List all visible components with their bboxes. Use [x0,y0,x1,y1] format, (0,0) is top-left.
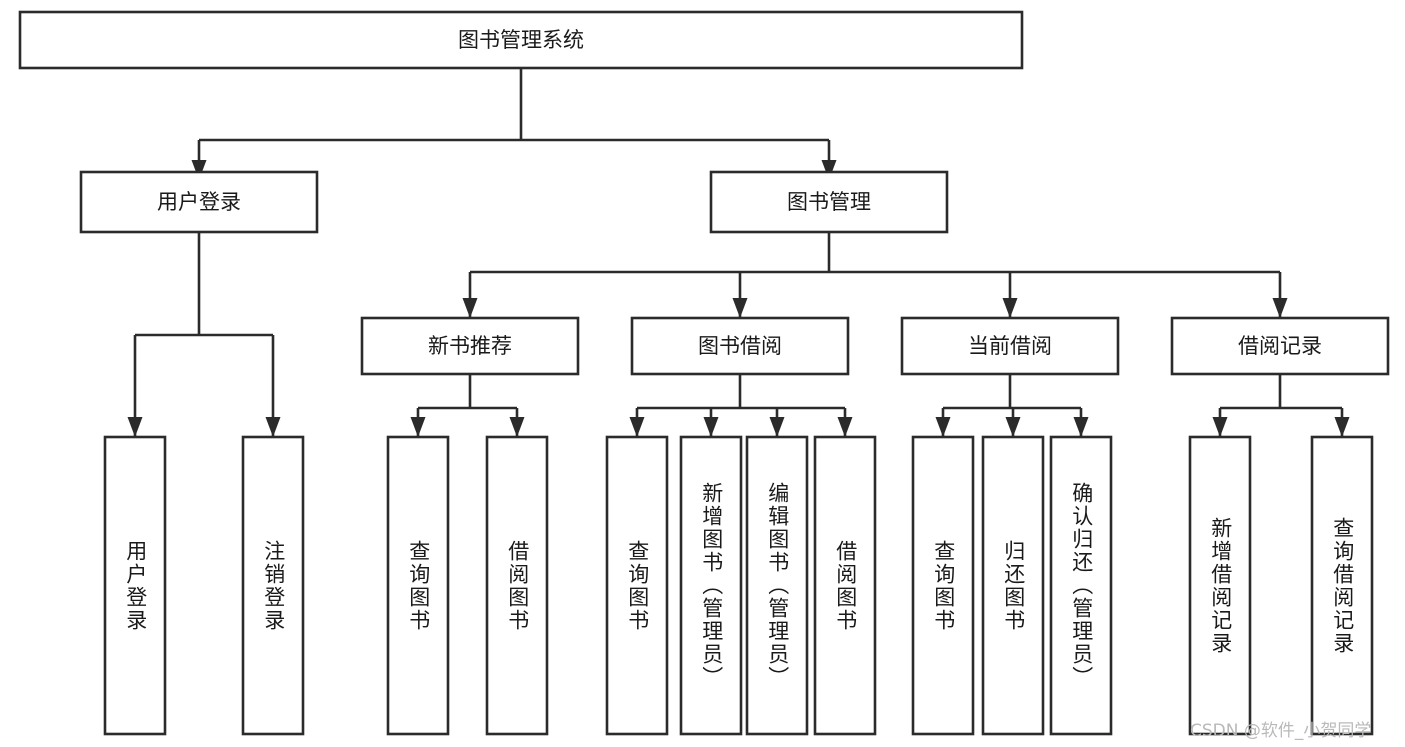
connector-root-to-level2 [197,68,831,180]
arrow-head-icon [629,417,645,437]
arrow-head-icon [191,160,207,180]
arrow-head-icon [462,298,478,318]
node-box-new-book-recommend[interactable] [360,316,580,376]
node-box-leaf-add-book[interactable] [679,435,743,736]
node-box-leaf-add-borrow-record[interactable] [1188,435,1252,736]
node-box-leaf-confirm-return[interactable] [1049,435,1113,736]
node-label-new-book-recommend: 新书推荐 [428,334,512,358]
arrow-head-icon [732,298,748,318]
arrow-head-icon [410,417,426,437]
node-box-leaf-logout[interactable] [241,435,305,736]
node-box-book-management[interactable] [709,170,949,234]
node-label-root: 图书管理系统 [458,28,584,52]
connector-book-management-to-level3 [468,232,1282,318]
node-label-current-borrow: 当前借阅 [968,334,1052,358]
arrow-head-icon [1334,417,1350,437]
node-label-book-management: 图书管理 [787,190,871,214]
node-box-root[interactable] [18,10,1024,70]
arrow-head-icon [1005,417,1021,437]
connector-layer [127,68,1350,437]
node-box-borrow-records[interactable] [1170,316,1390,376]
arrow-head-icon [1272,298,1288,318]
connector-borrow-records-to-leaves [1218,374,1344,437]
arrow-head-icon [935,417,951,437]
connector-user-login-to-leaves [133,232,275,437]
arrow-head-icon [509,417,525,437]
arrow-head-icon [1212,417,1228,437]
node-box-leaf-borrow-book-2[interactable] [813,435,877,736]
arrow-head-icon [821,160,837,180]
arrow-head-icon [703,417,719,437]
connector-new-book-recommend-to-leaves [416,374,519,437]
node-box-user-login[interactable] [79,170,319,234]
node-box-leaf-query-borrow-record[interactable] [1310,435,1374,736]
node-box-leaf-return-book[interactable] [981,435,1045,736]
node-box-layer [18,10,1390,736]
node-box-current-borrow[interactable] [900,316,1120,376]
arrow-head-icon [265,417,281,437]
node-box-leaf-edit-book[interactable] [745,435,809,736]
node-box-leaf-query-book-2[interactable] [605,435,669,736]
arrow-head-icon [127,417,143,437]
node-box-leaf-query-book-3[interactable] [911,435,975,736]
connector-book-borrow-to-leaves [635,374,847,437]
node-label-borrow-records: 借阅记录 [1238,334,1322,358]
arrow-head-icon [769,417,785,437]
node-box-leaf-borrow-book-1[interactable] [485,435,549,736]
node-label-user-login: 用户登录 [157,190,241,214]
arrow-head-icon [837,417,853,437]
arrow-head-icon [1002,298,1018,318]
arrow-head-icon [1073,417,1089,437]
node-box-book-borrow[interactable] [630,316,850,376]
node-label-book-borrow: 图书借阅 [698,334,782,358]
csdn-watermark: CSDN @软件_小贺同学 [1190,721,1372,741]
node-box-leaf-user-login[interactable] [103,435,167,736]
node-box-leaf-query-book-1[interactable] [386,435,450,736]
